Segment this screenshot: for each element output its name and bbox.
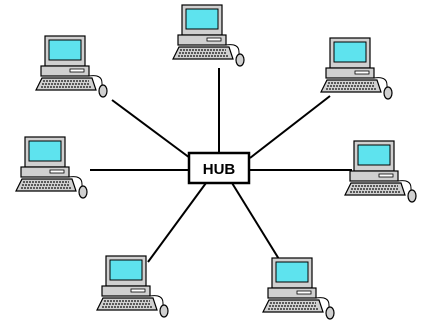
mouse-cable-icon <box>88 75 103 86</box>
computer-middle-left <box>15 136 88 199</box>
mouse-cable-icon <box>373 77 388 88</box>
link-bottom-right <box>231 182 283 265</box>
system-unit-icon <box>101 285 151 297</box>
mouse-icon <box>159 304 169 318</box>
hub: HUB <box>187 151 251 185</box>
screen-icon <box>185 8 219 30</box>
mouse-icon <box>235 53 245 67</box>
drive-slot-icon <box>296 290 312 295</box>
screen-icon <box>275 261 309 283</box>
drive-slot-icon <box>69 68 85 73</box>
mouse-icon <box>383 86 393 100</box>
system-unit-icon <box>325 67 375 79</box>
link-bottom-left <box>147 182 207 263</box>
drive-slot-icon <box>206 37 222 42</box>
computer-top-left <box>35 35 108 98</box>
drive-slot-icon <box>378 173 394 178</box>
computer-middle-right <box>344 140 417 203</box>
system-unit-icon <box>177 34 227 46</box>
mouse-cable-icon <box>397 180 412 191</box>
computer-bottom-left <box>96 255 169 318</box>
computer-top-right <box>320 37 393 100</box>
mouse-cable-icon <box>315 297 330 308</box>
screen-icon <box>109 259 143 281</box>
hub-box <box>187 151 251 185</box>
computer-top-center <box>172 4 245 67</box>
hub-label: HUB <box>203 161 236 178</box>
link-top-right <box>249 95 331 159</box>
mouse-cable-icon <box>149 295 164 306</box>
system-unit-icon <box>40 65 90 77</box>
system-unit-icon <box>349 170 399 182</box>
screen-icon <box>333 41 367 63</box>
drive-slot-icon <box>130 288 146 293</box>
mouse-icon <box>98 84 108 98</box>
mouse-icon <box>325 306 335 320</box>
system-unit-icon <box>20 166 70 178</box>
drive-slot-icon <box>354 70 370 75</box>
mouse-icon <box>78 185 88 199</box>
mouse-cable-icon <box>225 44 240 55</box>
link-top-left <box>111 99 191 159</box>
screen-icon <box>28 140 62 162</box>
screen-icon <box>48 39 82 61</box>
mouse-icon <box>407 189 417 203</box>
computer-bottom-right <box>262 257 335 320</box>
screen-icon <box>357 144 391 166</box>
links <box>90 68 352 265</box>
drive-slot-icon <box>49 169 65 174</box>
system-unit-icon <box>267 287 317 299</box>
mouse-cable-icon <box>68 176 83 187</box>
